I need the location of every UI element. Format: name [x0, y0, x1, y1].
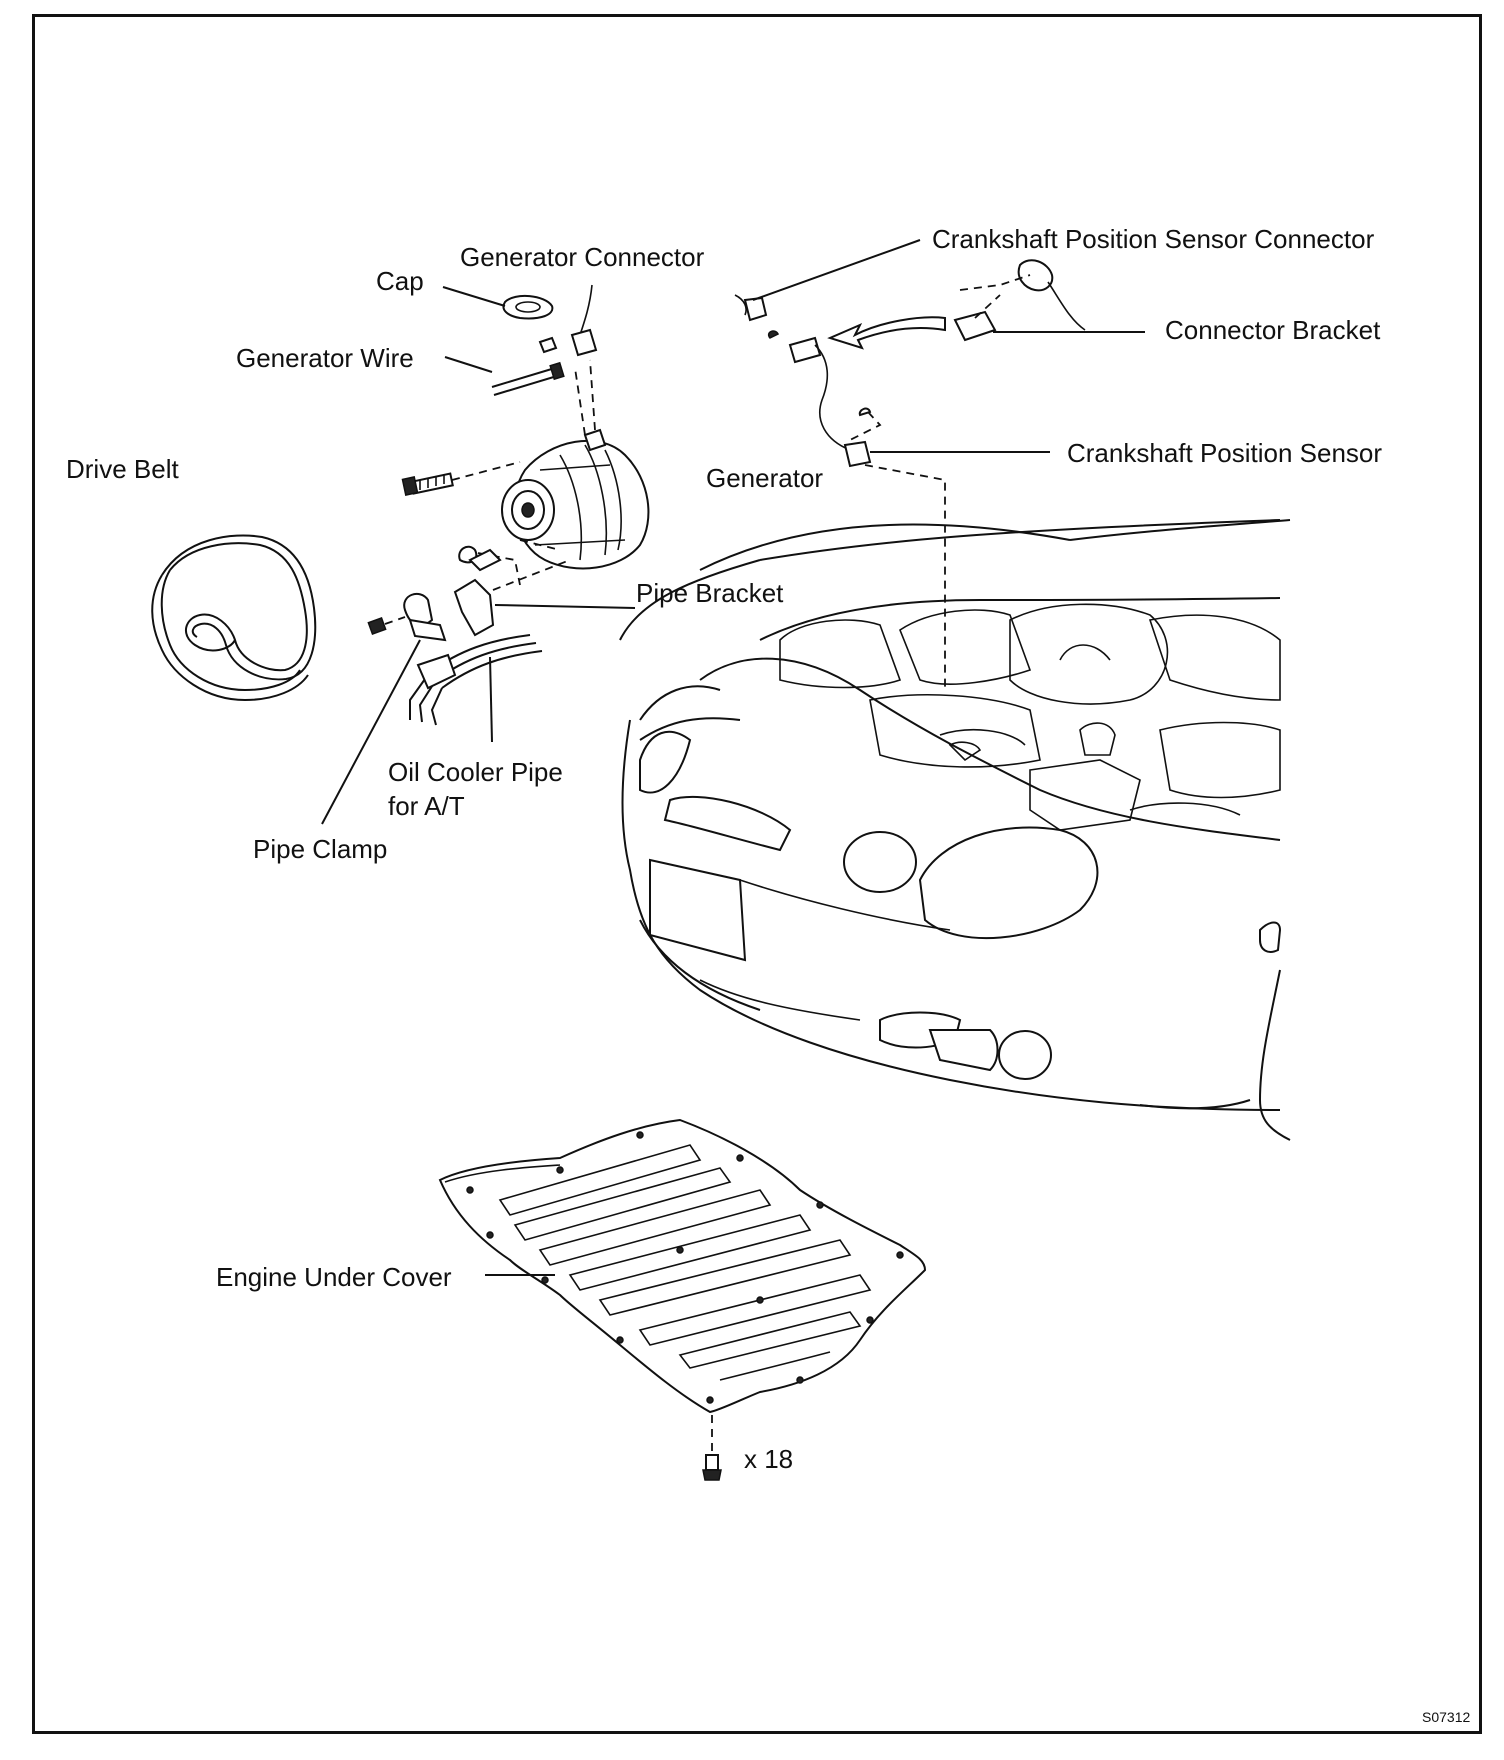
direction-arrow-icon — [827, 316, 946, 350]
pipe-clamp-part — [367, 592, 447, 642]
crankshaft-sensor-part — [767, 330, 882, 468]
label-oil-cooler-pipe-line1: Oil Cooler Pipe — [388, 757, 563, 787]
generator-part — [401, 428, 650, 570]
label-pipe-bracket: Pipe Bracket — [636, 578, 784, 608]
engine-under-cover-part — [438, 1118, 927, 1414]
diagram-frame — [32, 14, 1482, 1734]
label-generator-wire: Generator Wire — [236, 343, 414, 373]
cap-part — [502, 294, 558, 354]
label-bolt-count: x 18 — [744, 1444, 793, 1474]
label-pipe-clamp: Pipe Clamp — [253, 834, 387, 864]
label-generator-connector: Generator Connector — [460, 242, 705, 272]
figure-code: S07312 — [1422, 1709, 1470, 1725]
label-engine-under-cover: Engine Under Cover — [216, 1262, 452, 1292]
label-drive-belt: Drive Belt — [66, 454, 179, 484]
label-oil-cooler-pipe-line2: for A/T — [388, 791, 465, 821]
generator-connector-part — [570, 284, 598, 357]
connector-bracket-part — [953, 259, 1086, 342]
vehicle-front-illustration — [619, 519, 1291, 1141]
label-crankshaft-sensor: Crankshaft Position Sensor — [1067, 438, 1382, 468]
drive-belt-part — [151, 534, 317, 702]
bolt-icon — [702, 1454, 722, 1481]
label-generator: Generator — [706, 463, 823, 493]
label-connector-bracket: Connector Bracket — [1165, 315, 1381, 345]
generator-wire-part — [491, 361, 565, 396]
oil-cooler-pipe-part — [409, 634, 543, 726]
label-cap: Cap — [376, 266, 424, 296]
label-crankshaft-sensor-connector: Crankshaft Position Sensor Connector — [932, 224, 1375, 254]
pipe-bracket-part — [453, 539, 571, 637]
crankshaft-sensor-connector-part — [734, 294, 768, 322]
